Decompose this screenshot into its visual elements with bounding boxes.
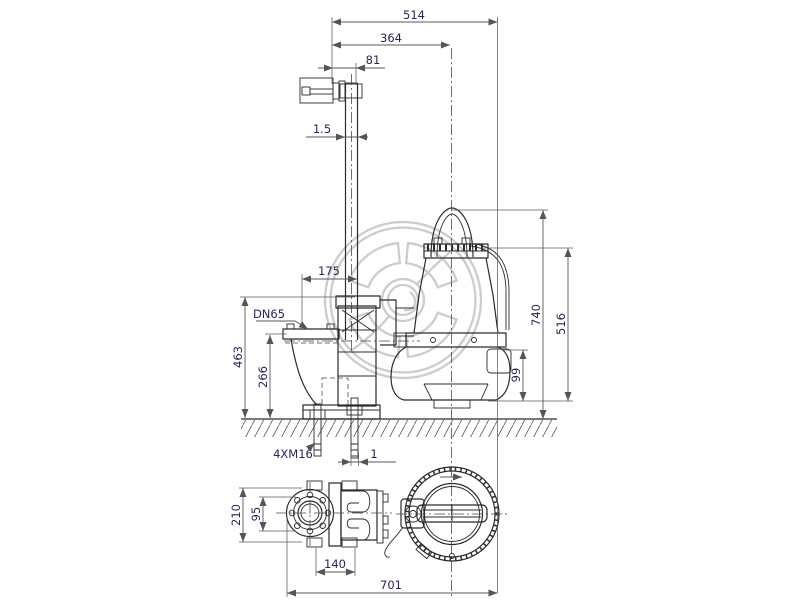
dim-base-height: 210 [229,488,247,542]
dim-floor-to-inlet-top: 463 [231,297,249,418]
dim-floor-to-flange: 266 [256,335,274,418]
dim-label-bolt-gap: 1 [370,447,377,461]
base-front-view [276,480,404,558]
wall-anchor-bracket [299,77,363,104]
dim-label-bolt-spacing: 140 [324,557,346,571]
anchor-bolt-right [346,397,363,459]
logo-watermark-icon [323,220,483,380]
guide-rail [344,74,359,352]
dim-total-width: 514 [332,8,498,26]
dim-label-anchor-bolts: 4XM16 [273,447,313,461]
dim-total-length: 701 [287,578,498,597]
dim-label-wall-to-rail: 81 [366,53,381,67]
dim-discharge-flange: DN65 [253,307,309,330]
pump-side-view [390,48,512,598]
dim-flange-bolt-circle: 95 [249,497,267,531]
dim-label-rail-to-pump-center: 364 [380,31,402,45]
dim-bolt-gap: 1 [338,447,396,466]
dim-label-pump-unit-height: 516 [554,313,568,335]
dim-label-rail-wall-thickness: 1.5 [313,122,331,136]
dim-label-total-length: 701 [380,578,402,592]
power-cable [470,243,510,330]
dim-label-total-width: 514 [403,8,425,22]
dim-flange-to-rail: 175 [302,264,357,283]
cable-gland [400,498,425,529]
dim-label-flange-bolt-circle: 95 [249,507,263,522]
dim-label-floor-to-flange: 266 [256,366,270,388]
dim-total-height: 740 [529,210,547,419]
pump-top-view [396,466,510,562]
floor [241,418,557,437]
dim-label-discharge-flange: DN65 [253,307,285,321]
dim-pump-unit-height: 516 [554,248,572,401]
dim-bolt-spacing: 140 [316,557,355,576]
dim-label-total-height: 740 [529,304,543,326]
dim-rail-to-pump-center: 364 [332,31,450,49]
dim-label-volute-height: 99 [509,368,523,383]
dim-volute-height: 99 [509,350,527,401]
dim-label-base-height: 210 [229,504,243,526]
dim-label-flange-to-rail: 175 [318,264,340,278]
anchor-bolt-left [309,403,326,457]
dim-anchor-bolts: 4XM16 [273,442,316,461]
dim-rail-wall-thickness: 1.5 [306,122,368,141]
dim-label-floor-to-inlet-top: 463 [231,346,245,368]
dim-wall-to-rail: 81 [318,53,385,72]
